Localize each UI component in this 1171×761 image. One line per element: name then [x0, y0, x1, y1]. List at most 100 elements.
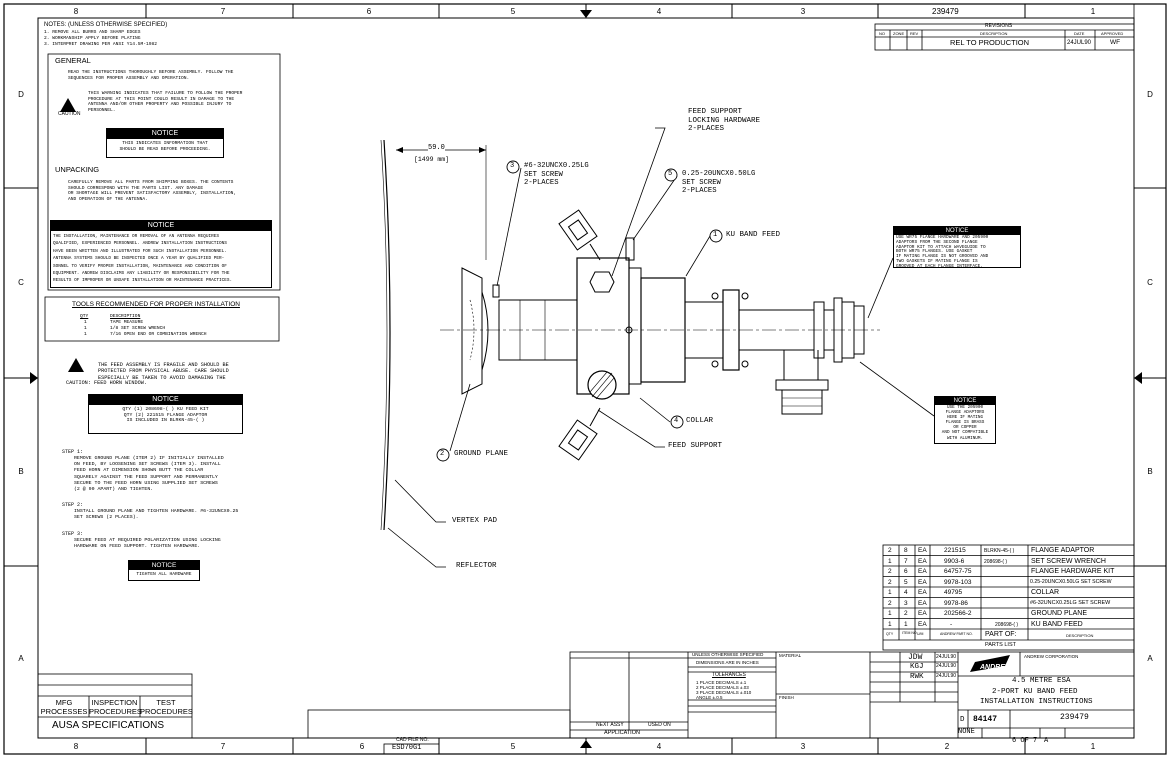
adaptor-notice-text: USE THE 205900 FLANGE ADAPTORS HERE IF M…: [941, 405, 989, 441]
unpacking-heading: UNPACKING: [55, 165, 100, 174]
inspection-procedures: INSPECTION PROCEDURES: [89, 698, 142, 716]
general-heading: GENERAL: [55, 56, 91, 65]
step3-label: STEP 3:: [62, 531, 84, 537]
application-label: APPLICATION: [604, 730, 640, 736]
tolerances-title: TOLERANCES: [712, 672, 746, 678]
adaptor-notice-label: NOTICE: [935, 397, 995, 405]
parts-header-item: ITEM NO: [902, 631, 917, 635]
approved-by: RWK: [910, 673, 924, 681]
rev-date: 24JUL90: [1067, 40, 1092, 46]
parts-header-partof: PART OF:: [985, 631, 1017, 638]
parts-pn-6: 9978-86: [944, 599, 968, 607]
step3-notice-label: NOTICE: [129, 561, 199, 570]
step2-text: INSTALL GROUND PLANE AND TIGHTEN HARDWAR…: [74, 509, 239, 521]
general-text: READ THE INSTRUCTIONS THOROUGHLY BEFORE …: [68, 70, 234, 81]
zone-left-c: C: [18, 278, 24, 287]
zone-left-d: D: [18, 90, 24, 99]
zone-left-a: A: [18, 654, 24, 663]
step3-notice-text: TIGHTEN ALL HARDWARE: [136, 572, 192, 577]
drawing-number-top: 239479: [932, 7, 959, 16]
parts-qty-8: 1: [888, 620, 892, 628]
feed-support-locking-label: FEED SUPPORT LOCKING HARDWARE 2-PLACES: [688, 108, 761, 133]
parts-pn-7: 202566-2: [944, 610, 972, 617]
parts-um-4: EA: [918, 578, 927, 586]
logo: ANDREW: [980, 664, 1012, 671]
notes-line-3: 3. INTERPRET DRAWING PER ANSI Y14.5M-198…: [44, 42, 158, 47]
rev-header-description: DESCRIPTION: [980, 30, 1008, 36]
drawing-number: 239479: [1060, 713, 1089, 722]
parts-um-2: EA: [918, 557, 927, 565]
parts-qty-3: 2: [888, 568, 892, 575]
zone-top-1: 1: [1090, 7, 1096, 16]
parts-item-1: 8: [904, 547, 908, 554]
zone-left-b: B: [18, 467, 24, 476]
notice-label: NOTICE: [107, 129, 223, 139]
flange-notice: NOTICE USE WR75 FLANGE HARDWARE AND 2059…: [893, 226, 1021, 269]
rev-header-date: DATE: [1074, 30, 1085, 36]
step1-text: REMOVE GROUND PLANE (ITEM 2) IF INITIALL…: [74, 456, 224, 493]
parts-header-qty: QTY: [886, 632, 894, 636]
callout-5-number: 5: [668, 170, 673, 178]
parts-desc-6: #6-32UNCX0.25LG SET SCREW: [1030, 600, 1111, 606]
callout-2-label: GROUND PLANE: [454, 450, 509, 458]
parts-pn-2: 9903-6: [944, 557, 965, 565]
flange-notice-label: NOTICE: [894, 227, 1020, 235]
parts-pn-5: 49795: [944, 589, 963, 596]
unpacking-text: CAREFULLY REMOVE ALL PARTS FROM SHIPPING…: [68, 180, 237, 202]
rev-header-approved: APPROVED: [1101, 30, 1124, 36]
callout-5-label: 0.25-20UNCX0.50LG SET SCREW 2-PLACES: [682, 170, 756, 196]
parts-item-5: 4: [904, 589, 908, 596]
step2-label: STEP 2:: [62, 502, 84, 508]
dimension-metric-label: [1499 mm]: [414, 156, 450, 163]
rev-approved: WF: [1110, 39, 1121, 46]
tolerances-header-2: DIMENSIONS ARE IN INCHES: [696, 660, 759, 665]
parts-partof-1: BLRKN-45-( ): [984, 548, 1015, 554]
parts-um-8: EA: [918, 620, 927, 628]
zone-bottom-2: 2: [944, 742, 950, 751]
mfg-processes: MFG PROCESSES: [40, 698, 88, 716]
feed-notice-text: QTY (1) 208698-( ) KU FEED KIT QTY (2) 2…: [122, 407, 209, 424]
finish-label: FINISH: [779, 695, 794, 700]
sheet-value: 6 OF 7: [1012, 737, 1038, 745]
caution-text: THIS WARNING INDICATES THAT FAILURE TO F…: [88, 91, 243, 113]
parts-header-pn: ANDREW PART NO.: [940, 632, 973, 636]
caution-label: CAUTION: [58, 111, 81, 117]
parts-desc-4: 0.25-20UNCX0.50LG SET SCREW: [1030, 579, 1112, 585]
parts-qty-2: 1: [888, 557, 892, 565]
parts-header-um: U/M: [917, 632, 924, 636]
rev-header-rev: REV: [910, 30, 919, 36]
used-on-label: USED ON: [648, 722, 671, 728]
parts-partof-8: 208698-( ): [995, 621, 1019, 628]
parts-um-5: EA: [918, 589, 927, 596]
rev-header-zone: ZONE: [893, 30, 905, 36]
notice-text: THIS INDICATES INFORMATION THAT SHOULD B…: [119, 141, 211, 152]
zone-bottom-4: 4: [656, 742, 662, 751]
zone-top-6: 6: [366, 7, 372, 16]
parts-item-6: 3: [904, 599, 908, 607]
zone-right-b: B: [1147, 467, 1153, 476]
company-name: ANDREW CORPORATION: [1024, 654, 1079, 659]
feed-notice-label: NOTICE: [89, 395, 242, 405]
checked-date: 24JUL90: [936, 663, 957, 669]
rev-description: REL TO PRODUCTION: [950, 38, 1030, 47]
feed-notice: NOTICE QTY (1) 208698-( ) KU FEED KIT QT…: [88, 394, 243, 434]
parts-desc-8: KU BAND FEED: [1031, 620, 1083, 628]
test-procedures: TEST PROCEDURES: [140, 698, 193, 716]
zone-bottom-7: 7: [220, 742, 226, 751]
parts-desc-1: FLANGE ADAPTOR: [1031, 547, 1095, 554]
zone-top-8: 8: [73, 7, 79, 16]
tools-header-desc: DESCRIPTION: [110, 314, 141, 319]
vertex-pad-label: VERTEX PAD: [452, 517, 498, 525]
tools-desc-1: TAPE MEASURE: [110, 320, 144, 325]
zone-top-5: 5: [510, 7, 516, 16]
zone-right-a: A: [1147, 654, 1153, 663]
callout-1-label: KU BAND FEED: [726, 231, 781, 239]
dimension-label: 59.0: [428, 144, 445, 152]
parts-item-2: 7: [904, 557, 908, 565]
parts-desc-7: GROUND PLANE: [1031, 610, 1088, 617]
notes-title: NOTES: (UNLESS OTHERWISE SPECIFIED): [44, 22, 168, 28]
parts-qty-5: 1: [888, 589, 892, 596]
tolerance-line-3: 3 PLACE DECIMALS ±.010: [696, 690, 752, 695]
size-value: D: [960, 716, 965, 724]
rev-header-no: NO: [879, 30, 885, 36]
